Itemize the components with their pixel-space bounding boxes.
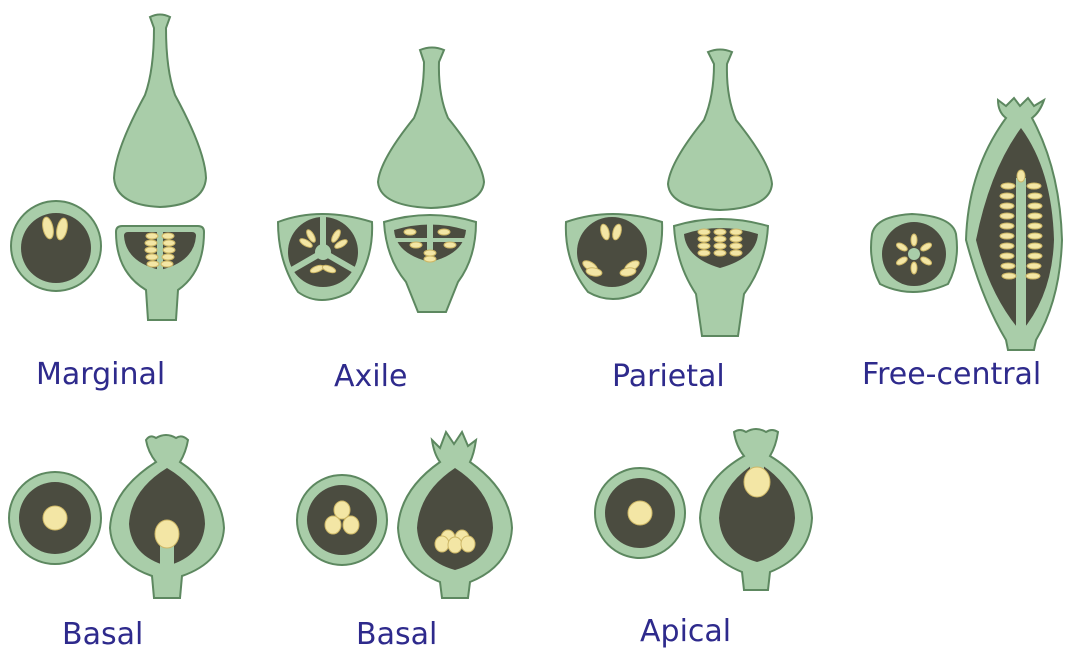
apical-group	[595, 429, 812, 590]
parietal-cross-section	[566, 214, 662, 299]
basal-2-group	[297, 432, 512, 598]
parietal-group	[566, 50, 772, 337]
label-free-central: Free-central	[862, 357, 1041, 392]
basal-1-group	[9, 435, 224, 598]
marginal-cross-section	[11, 201, 101, 291]
label-marginal: Marginal	[36, 357, 165, 392]
apical-cross-section	[595, 468, 685, 558]
basal-1-cross-section	[9, 472, 101, 564]
marginal-pistil	[114, 15, 206, 321]
label-axile: Axile	[334, 359, 407, 394]
parietal-pistil	[668, 50, 772, 337]
label-parietal: Parietal	[612, 359, 725, 394]
basal-1-pistil	[110, 435, 224, 598]
label-apical: Apical	[640, 614, 731, 649]
basal-2-pistil	[398, 432, 512, 598]
free-central-pistil	[966, 98, 1062, 350]
axile-pistil	[378, 48, 484, 313]
label-basal-2: Basal	[356, 617, 437, 652]
free-central-group	[871, 98, 1062, 350]
axile-cross-section	[278, 214, 372, 300]
apical-pistil	[700, 429, 812, 590]
label-basal-1: Basal	[62, 617, 143, 652]
free-central-cross-section	[871, 214, 957, 292]
marginal-group	[11, 15, 206, 321]
basal-2-cross-section	[297, 475, 387, 565]
axile-group	[278, 48, 484, 313]
